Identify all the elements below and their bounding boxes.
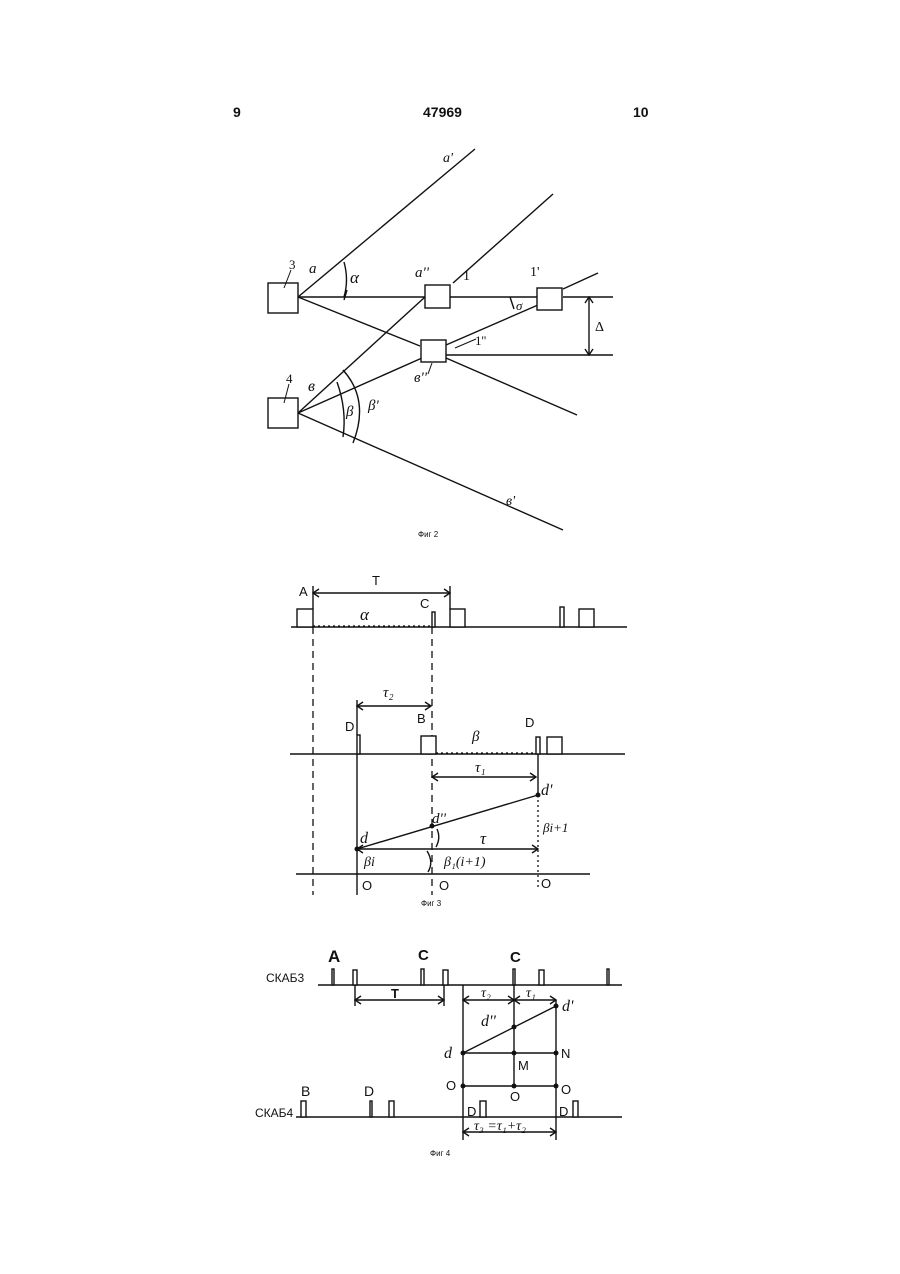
label-D-left: D [345, 719, 354, 734]
label-A4: A [328, 947, 340, 966]
label-T: T [372, 573, 380, 588]
label-b-dprime: в'' [414, 370, 428, 386]
label-alpha3: α [360, 605, 370, 624]
label-beta-i1: βi+1 [542, 820, 568, 835]
label-1-prime: 1' [530, 265, 540, 280]
label-T4: T [391, 986, 399, 1001]
label-beta-i: βi [363, 855, 375, 870]
label-d-4: d [444, 1045, 453, 1062]
label-B: B [417, 711, 426, 726]
label-1-dprime: 1'' [475, 333, 486, 348]
label-O-mid: O [510, 1089, 520, 1104]
label-b-prime: в' [506, 494, 516, 509]
label-d-dprime-4: d'' [481, 1013, 496, 1030]
figure-2: 3 4 a' a α a'' 1 1' 1'' σ Δ в в'' β β' в… [268, 149, 613, 539]
label-tau1: τ₁ [475, 760, 486, 776]
track-label-top: СКАБ3 [266, 971, 305, 985]
label-alpha: α [350, 268, 360, 287]
label-beta-1: β₁(i+1) [443, 855, 486, 870]
label-tau: τ [480, 829, 487, 848]
target-b-box [421, 340, 446, 362]
label-O2: O [439, 878, 449, 893]
target-a-box [425, 285, 450, 308]
label-d-prime: d' [541, 782, 553, 799]
label-delta: Δ [595, 320, 604, 335]
target-1-box [537, 288, 562, 310]
label-D4: D [364, 1083, 374, 1099]
label-a: a [309, 261, 317, 277]
track-label-bottom: СКАБ4 [255, 1106, 294, 1120]
label-C4-2: C [510, 949, 521, 966]
station-4-box [268, 398, 298, 428]
label-tau2-4: τ₂ [481, 986, 491, 1001]
label-O3: O [541, 876, 551, 891]
label-1: 1 [463, 269, 470, 284]
figure-3: A T C α τ₂ D B D β τ₁ d' d'' d τ βi+1 βi… [290, 573, 627, 908]
label-C4-1: C [418, 947, 429, 964]
label-O1: O [362, 878, 372, 893]
label-D4-2: D [467, 1104, 476, 1119]
label-N: N [561, 1046, 570, 1061]
label-a-prime: a' [443, 151, 454, 166]
label-tau1-4: τ₁ [526, 986, 536, 1001]
label-beta-prime: β' [367, 398, 379, 414]
label-d: d [360, 830, 369, 847]
label-M: M [518, 1058, 529, 1073]
label-b: в [308, 378, 315, 395]
figure-4: A C C СКАБ3 T τ₂ τ₁ d' d'' d N M O O O B… [255, 947, 622, 1158]
label-O-left: O [446, 1078, 456, 1093]
label-A: A [299, 584, 308, 599]
label-D-right: D [525, 715, 534, 730]
label-4: 4 [286, 371, 293, 386]
label-d-dprime: d'' [432, 811, 447, 827]
fig3-caption: Фиг 3 [421, 899, 442, 908]
label-3: 3 [289, 257, 296, 272]
label-sigma: σ [516, 298, 523, 313]
fig4-caption: Фиг 4 [430, 1149, 451, 1158]
label-beta3: β [471, 729, 480, 745]
label-d-prime-4: d' [562, 998, 574, 1015]
label-C: C [420, 596, 429, 611]
label-O-right: O [561, 1082, 571, 1097]
label-a-dprime: a'' [415, 265, 430, 281]
label-tau2: τ₂ [383, 685, 394, 701]
label-B4: B [301, 1083, 310, 1099]
label-D4-3: D [559, 1104, 568, 1119]
station-3-box [268, 283, 298, 313]
fig2-caption: Фиг 2 [418, 530, 439, 539]
label-beta: β [345, 404, 354, 420]
label-tau3: τ₃ =τ₁+τ₂ [474, 1119, 526, 1134]
